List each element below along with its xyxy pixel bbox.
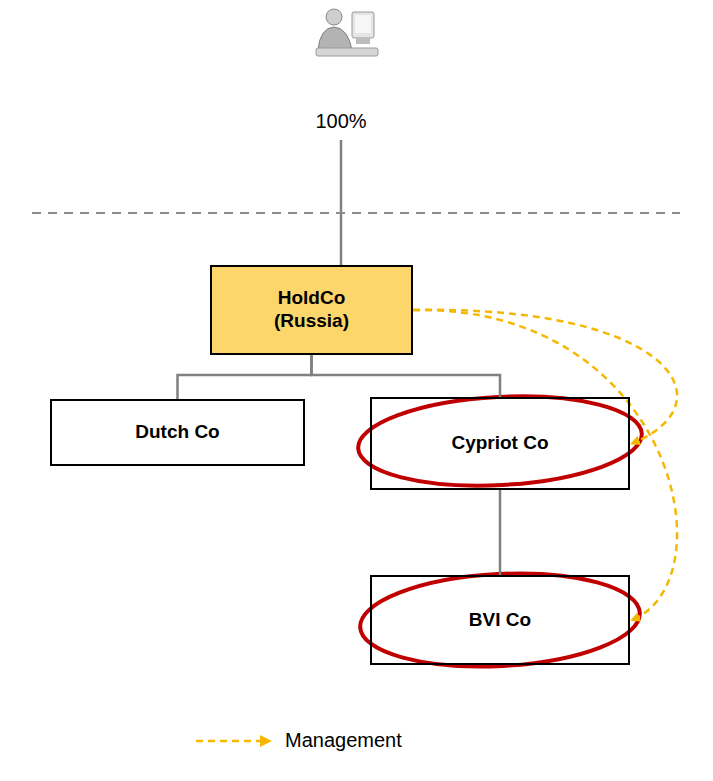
box-label: BVI Co	[469, 609, 531, 632]
ownership-line	[340, 140, 343, 265]
boundary-line	[32, 212, 680, 214]
subsidiary-box: BVI Co	[370, 575, 630, 665]
management-arrow	[413, 310, 677, 444]
holding-box: HoldCo (Russia)	[210, 265, 413, 355]
box-label: Dutch Co	[135, 421, 219, 444]
legend-sample	[196, 735, 272, 747]
ownership-percent: 100%	[315, 110, 366, 133]
box-label: HoldCo (Russia)	[267, 287, 357, 333]
ownership-line	[178, 355, 312, 399]
management-arrow	[413, 310, 677, 620]
subsidiary-box: Dutch Co	[50, 399, 305, 466]
box-label: Cypriot Co	[451, 432, 548, 455]
ownership-line	[499, 490, 502, 575]
highlight-ellipse	[356, 390, 644, 674]
ownership-line	[312, 355, 501, 397]
subsidiary-box: Cypriot Co	[370, 397, 630, 490]
person-icon	[316, 9, 378, 56]
legend-text: Management	[285, 729, 402, 752]
